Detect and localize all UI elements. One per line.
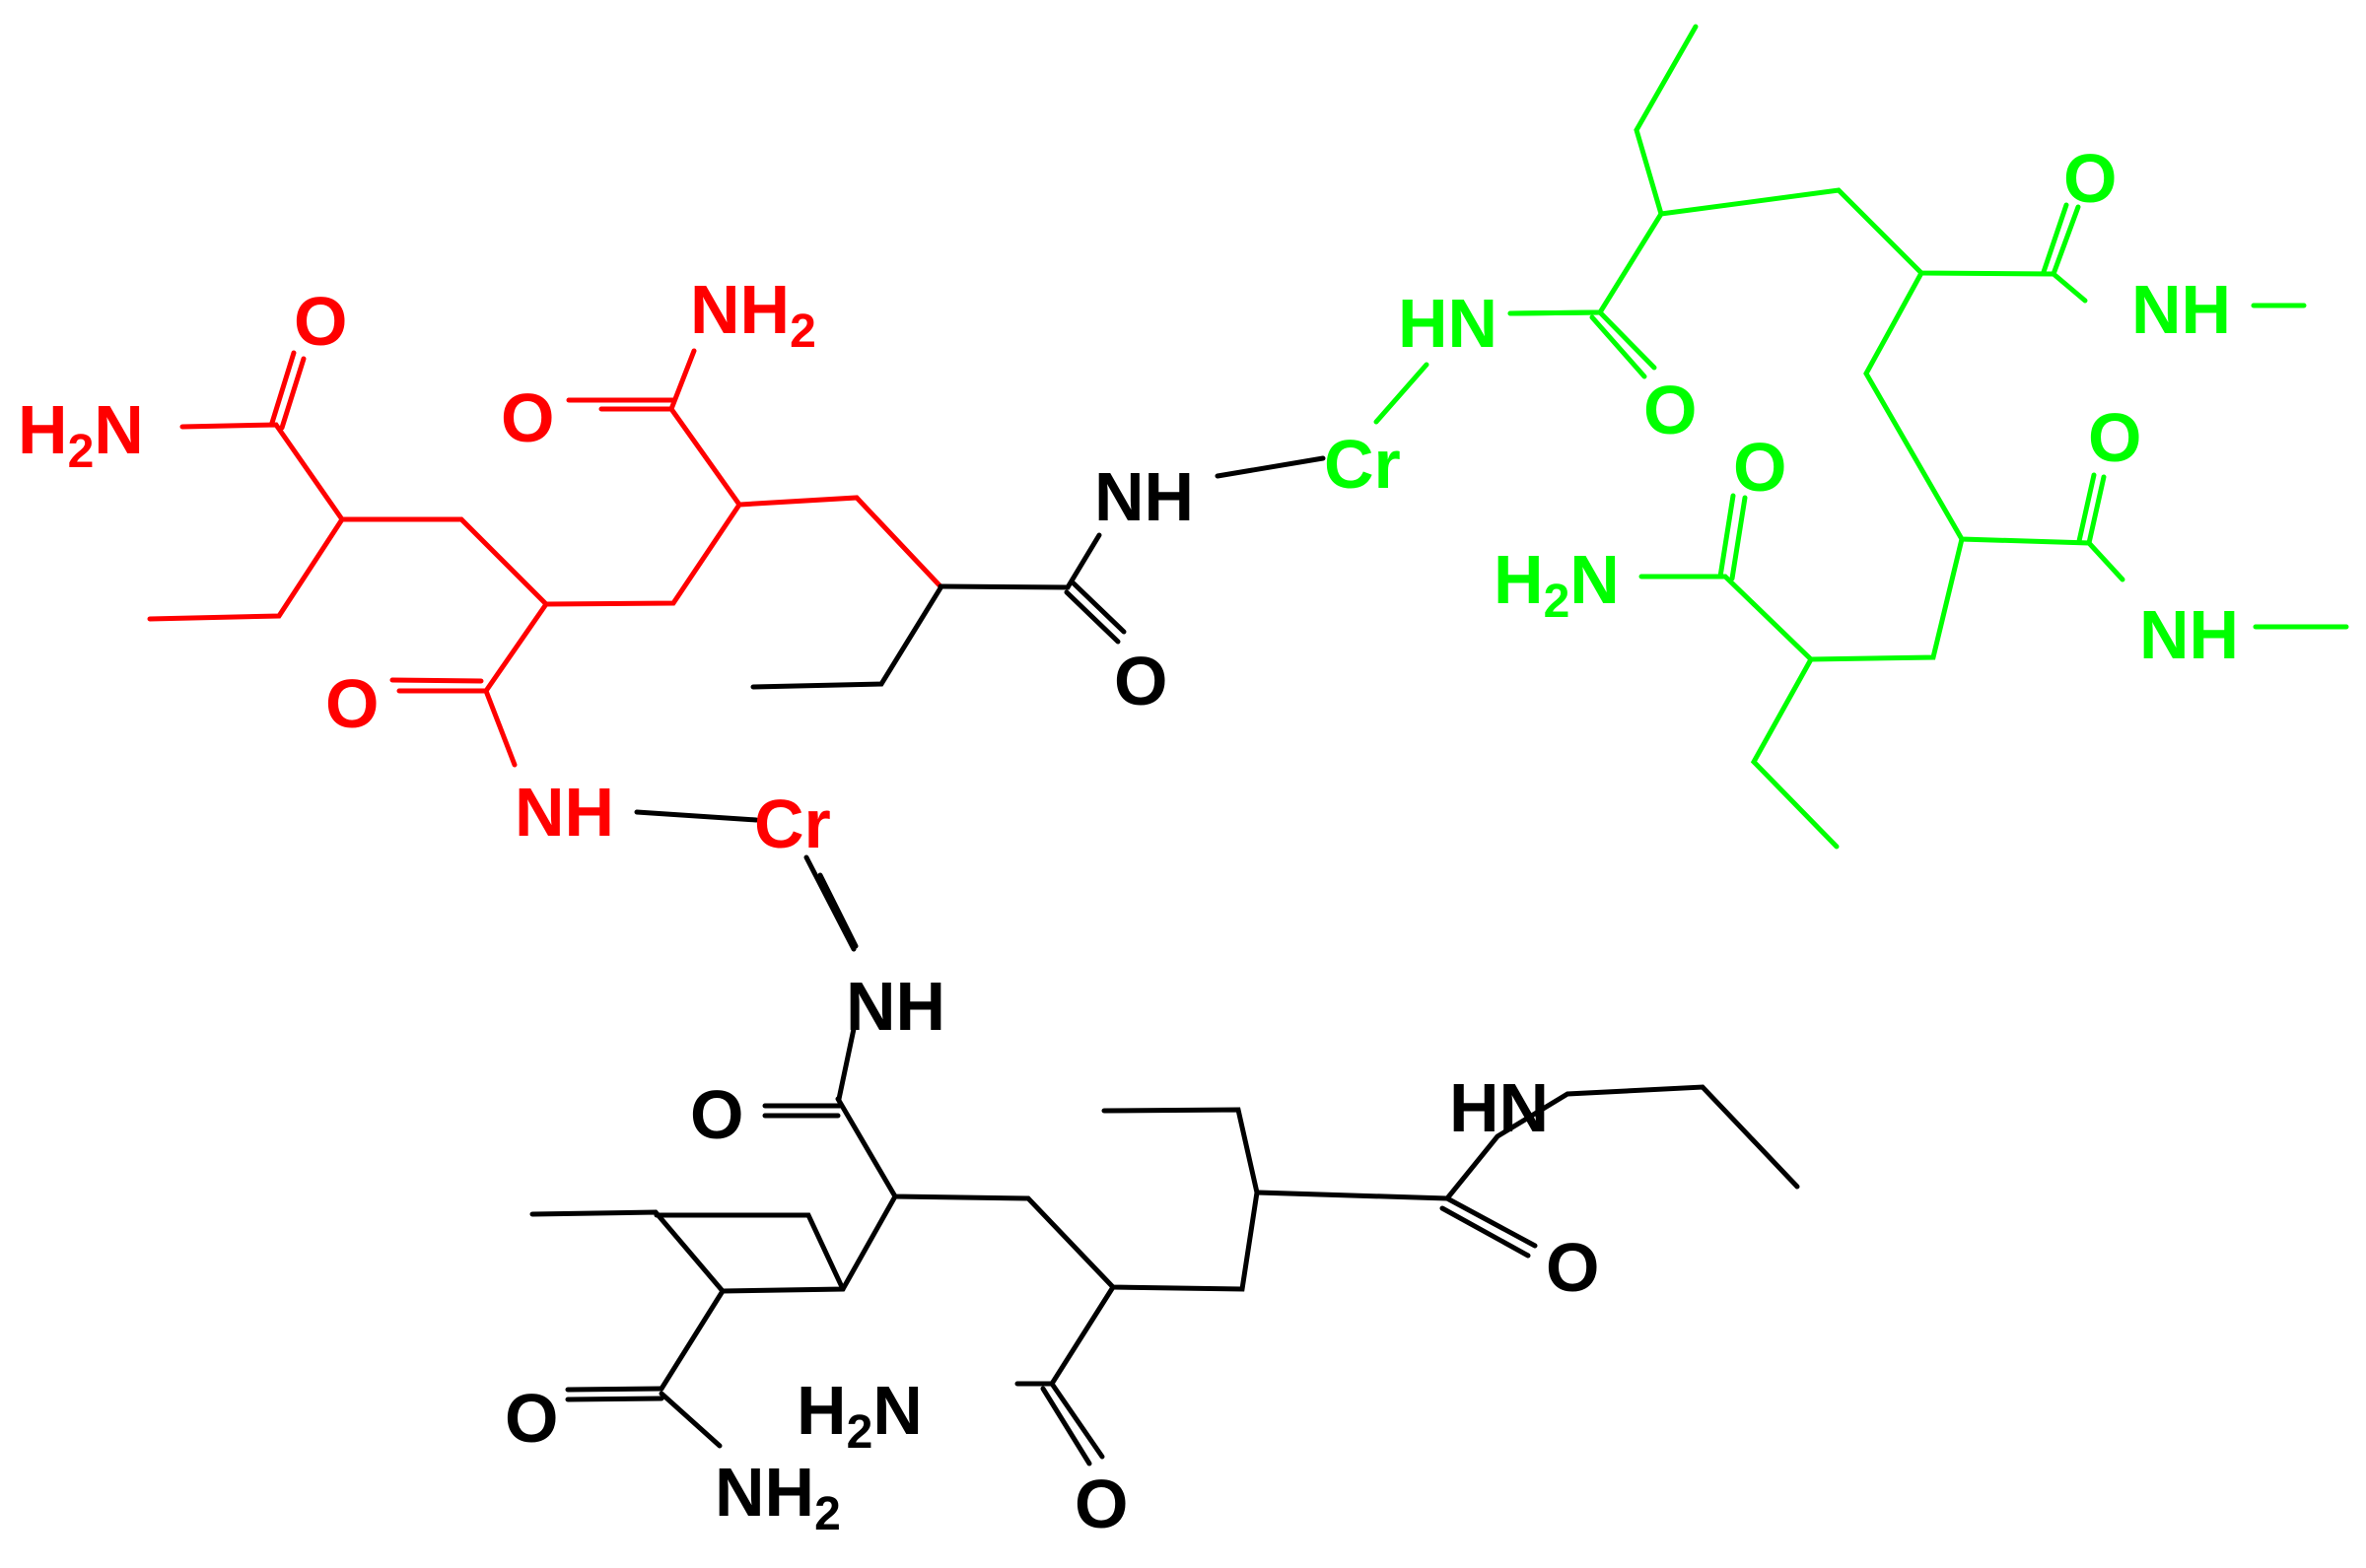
green-carbonyl-oxygen-top: O (2063, 140, 2117, 217)
red-amide-nh2-top: NH2 (690, 271, 816, 358)
black-amide-nh-top: NH (1094, 458, 1194, 535)
black-carbonyl-oxygen-middle: O (690, 1076, 743, 1153)
green-amide-nh-bottom: NH (2139, 596, 2239, 673)
black-amide-nh2-bottom: NH2 (715, 1454, 841, 1540)
red-cr-bond (817, 872, 859, 949)
green-carbonyl-oxygen-left: O (1733, 429, 1786, 506)
black-carbonyl-oxygen-right: O (1546, 1229, 1599, 1306)
red-chromium-atom: Cr (754, 785, 831, 862)
green-chromium-atom: Cr (1324, 426, 1401, 503)
red-chain-bonds (147, 348, 943, 768)
green-carbonyl-oxygen-hn: O (1643, 372, 1697, 448)
black-chain-bonds (529, 1084, 1800, 1466)
green-amide-nh-top: NH (2131, 271, 2231, 348)
red-amide-nh: NH (515, 774, 614, 851)
green-chain-bonds (1507, 24, 2349, 850)
black-amide-h2n-middle: H2N (797, 1372, 923, 1459)
black-carbonyl-oxygen-bottom: O (1075, 1466, 1128, 1542)
green-amide-h2n: H2N (1494, 541, 1620, 628)
black-amide-hn-right: HN (1449, 1069, 1549, 1146)
red-carbonyl-oxygen-1: O (294, 283, 347, 360)
black-carbonyl-oxygen-left: O (505, 1380, 558, 1457)
black-carbonyl-oxygen-top: O (1114, 643, 1167, 719)
green-cr-bond (1373, 362, 1429, 425)
bridge-bonds-black (634, 455, 1326, 1102)
red-carbonyl-oxygen-3: O (325, 665, 379, 742)
red-amide-h2n-left: H2N (18, 391, 144, 478)
black-amide-nh-middle: NH (846, 968, 945, 1045)
red-carbonyl-oxygen-2: O (501, 379, 554, 456)
green-carbonyl-oxygen-middle: O (2088, 399, 2141, 476)
green-amide-hn: HN (1398, 285, 1497, 362)
